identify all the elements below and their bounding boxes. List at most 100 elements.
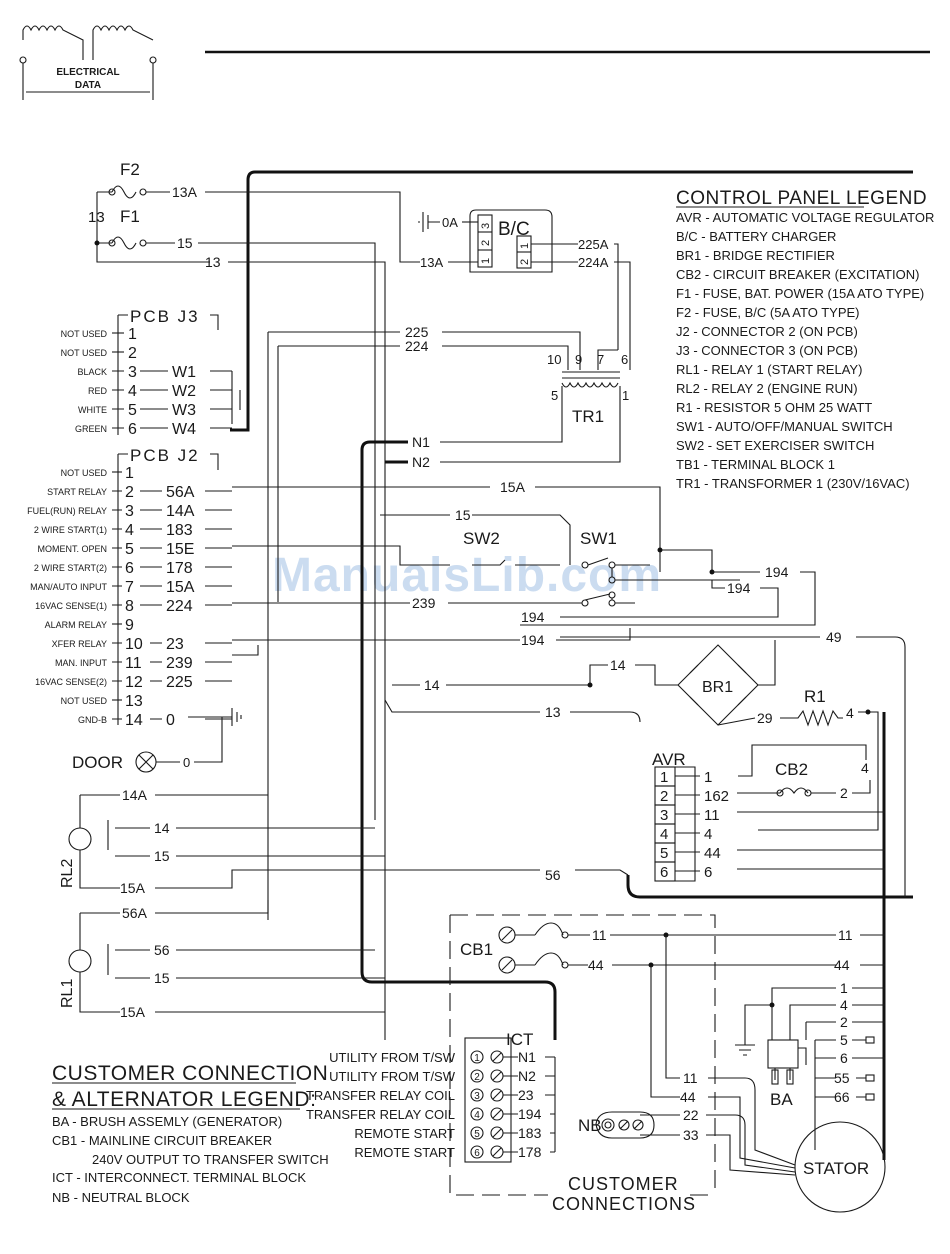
j2-pin-number: 11: [125, 655, 142, 672]
customer-legend-title2: & ALTERNATOR LEGEND:: [52, 1088, 316, 1111]
f2-label: F2: [120, 160, 140, 179]
j2-wire: 225: [166, 674, 193, 691]
rl2-label: RL2: [59, 859, 76, 888]
j2-pin-number: 6: [125, 560, 134, 577]
j3-pin-number: 5: [128, 402, 137, 419]
switch-section: 15A 15 SW2 SW1 194 194 239 194 194: [232, 479, 816, 656]
customer-legend-item: 240V OUTPUT TO TRANSFER SWITCH: [92, 1152, 329, 1167]
wire-44-stator: 44: [680, 1089, 696, 1105]
legend-item: F2 - FUSE, B/C (5A ATO TYPE): [676, 305, 860, 320]
j2-pin-label: 2 WIRE START(1): [34, 525, 107, 535]
ict-row-label: TRANSFER RELAY COIL: [306, 1107, 455, 1122]
j3-pin-label: NOT USED: [61, 329, 108, 339]
ba-label: BA: [770, 1090, 793, 1109]
legend-item: J3 - CONNECTOR 3 (ON PCB): [676, 343, 858, 358]
wire-56: 56: [545, 867, 561, 883]
wire-49: 49: [826, 629, 842, 645]
wire-11-cb1: 11: [592, 927, 607, 943]
j3-pin-number: 2: [128, 345, 137, 362]
j2-pin-label: MAN. INPUT: [55, 658, 108, 668]
legend-item: RL2 - RELAY 2 (ENGINE RUN): [676, 381, 858, 396]
j3-wire: W4: [172, 421, 196, 438]
customer-legend-item: ICT - INTERCONNECT. TERMINAL BLOCK: [52, 1170, 306, 1185]
battery-charger: 0A 3 2 1 1 2 B/C 13A 225A 224A: [418, 209, 631, 350]
cb1-label: CB1: [460, 940, 493, 959]
j3-pin-number: 6: [128, 421, 137, 438]
j2-wire: 224: [166, 598, 193, 615]
avr-wire: 6: [704, 864, 712, 881]
wire-194-b: 194: [727, 580, 751, 596]
legend-item: AVR - AUTOMATIC VOLTAGE REGULATOR: [676, 210, 934, 225]
stator-label: STATOR: [803, 1159, 869, 1178]
j2-pin-number: 9: [125, 617, 134, 634]
j2-pin-number: 5: [125, 541, 134, 558]
j2-pin-label: 16VAC SENSE(1): [35, 601, 107, 611]
j2-wire: 183: [166, 522, 193, 539]
sw2-label: SW2: [463, 529, 500, 548]
j3-pin-label: GREEN: [75, 424, 107, 434]
avr-pin-number: 1: [660, 769, 668, 786]
control-panel-legend: CONTROL PANEL LEGEND AVR - AUTOMATIC VOL…: [676, 188, 934, 491]
avr-label: AVR: [652, 750, 686, 769]
wire-15-sw: 15: [455, 507, 471, 523]
legend-item: R1 - RESISTOR 5 OHM 25 WATT: [676, 400, 872, 415]
j2-wire: 15E: [166, 541, 194, 558]
wire-33: 33: [683, 1127, 699, 1143]
wire-0-door: 0: [183, 755, 190, 770]
j2-pin-label: ALARM RELAY: [45, 620, 107, 630]
j3-pin-number: 4: [128, 383, 137, 400]
wire-11-right: 11: [838, 927, 853, 943]
j2-pin-label: MAN/AUTO INPUT: [30, 582, 107, 592]
ict-row-label: REMOTE START: [354, 1145, 455, 1160]
rl1-label: RL1: [59, 979, 76, 1008]
wire-4-r1: 4: [846, 705, 854, 721]
legend-title: CONTROL PANEL LEGEND: [676, 188, 927, 209]
transformer-tr1: 225 224 10 9 7 6 5 1 TR1 N1 N2: [267, 324, 631, 1040]
wire-194-a: 194: [765, 564, 789, 580]
avr-wire: 11: [704, 807, 720, 824]
j2-pin-number: 1: [125, 465, 134, 482]
legend-item: SW2 - SET EXERCISER SWITCH: [676, 438, 874, 453]
customer-legend-item: NB - NEUTRAL BLOCK: [52, 1190, 190, 1205]
stator-wire-6: 6: [840, 1050, 848, 1066]
j2-wire: 56A: [166, 484, 195, 501]
bc-pin-3: 3: [480, 223, 492, 229]
avr-pin-number: 2: [660, 788, 668, 805]
j2-pin-number: 3: [125, 503, 134, 520]
customer-legend-item: CB1 - MAINLINE CIRCUIT BREAKER: [52, 1133, 272, 1148]
wire-15-rl1: 15: [154, 970, 170, 986]
wire-14-rl2: 14: [154, 820, 170, 836]
avr-pin-number: 3: [660, 807, 668, 824]
j2-pin-label: GND-B: [78, 715, 107, 725]
stator-wire-2: 2: [840, 1014, 848, 1030]
j3-wire: W1: [172, 364, 196, 381]
logo-line1: ELECTRICAL: [56, 67, 119, 78]
j2-pin-number: 7: [125, 579, 134, 596]
wire-n1: N1: [412, 434, 430, 450]
f1-label: F1: [120, 207, 140, 226]
j3-title: PCB J3: [130, 307, 200, 326]
wire-15-rl2: 15: [154, 848, 170, 864]
customer-label-1: CUSTOMER: [568, 1174, 679, 1194]
ict-row-label: TRANSFER RELAY COIL: [306, 1088, 455, 1103]
wire-14a-rl2: 14A: [122, 787, 148, 803]
tr-pin-6: 6: [621, 352, 628, 367]
ict-row-wire: N2: [518, 1068, 536, 1084]
wire-239: 239: [412, 595, 436, 611]
ict-label: ICT: [506, 1030, 533, 1049]
wire-13-left: 13: [88, 209, 105, 226]
j3-pin-label: WHITE: [78, 405, 107, 415]
j2-pin-label: FUEL(RUN) RELAY: [27, 506, 107, 516]
j2-pin-label: XFER RELAY: [52, 639, 107, 649]
ict-row-label: REMOTE START: [354, 1126, 455, 1141]
bridge-rectifier: 49 14 BR1 29 R1 4 14 13: [384, 629, 906, 1160]
avr-pin-number: 4: [660, 826, 668, 843]
customer-label-2: CONNECTIONS: [552, 1194, 696, 1214]
j2-wire: 23: [166, 636, 184, 653]
wire-15a: 15A: [500, 479, 526, 495]
legend-item: BR1 - BRIDGE RECTIFIER: [676, 248, 835, 263]
ict-row-wire: 194: [518, 1106, 542, 1122]
